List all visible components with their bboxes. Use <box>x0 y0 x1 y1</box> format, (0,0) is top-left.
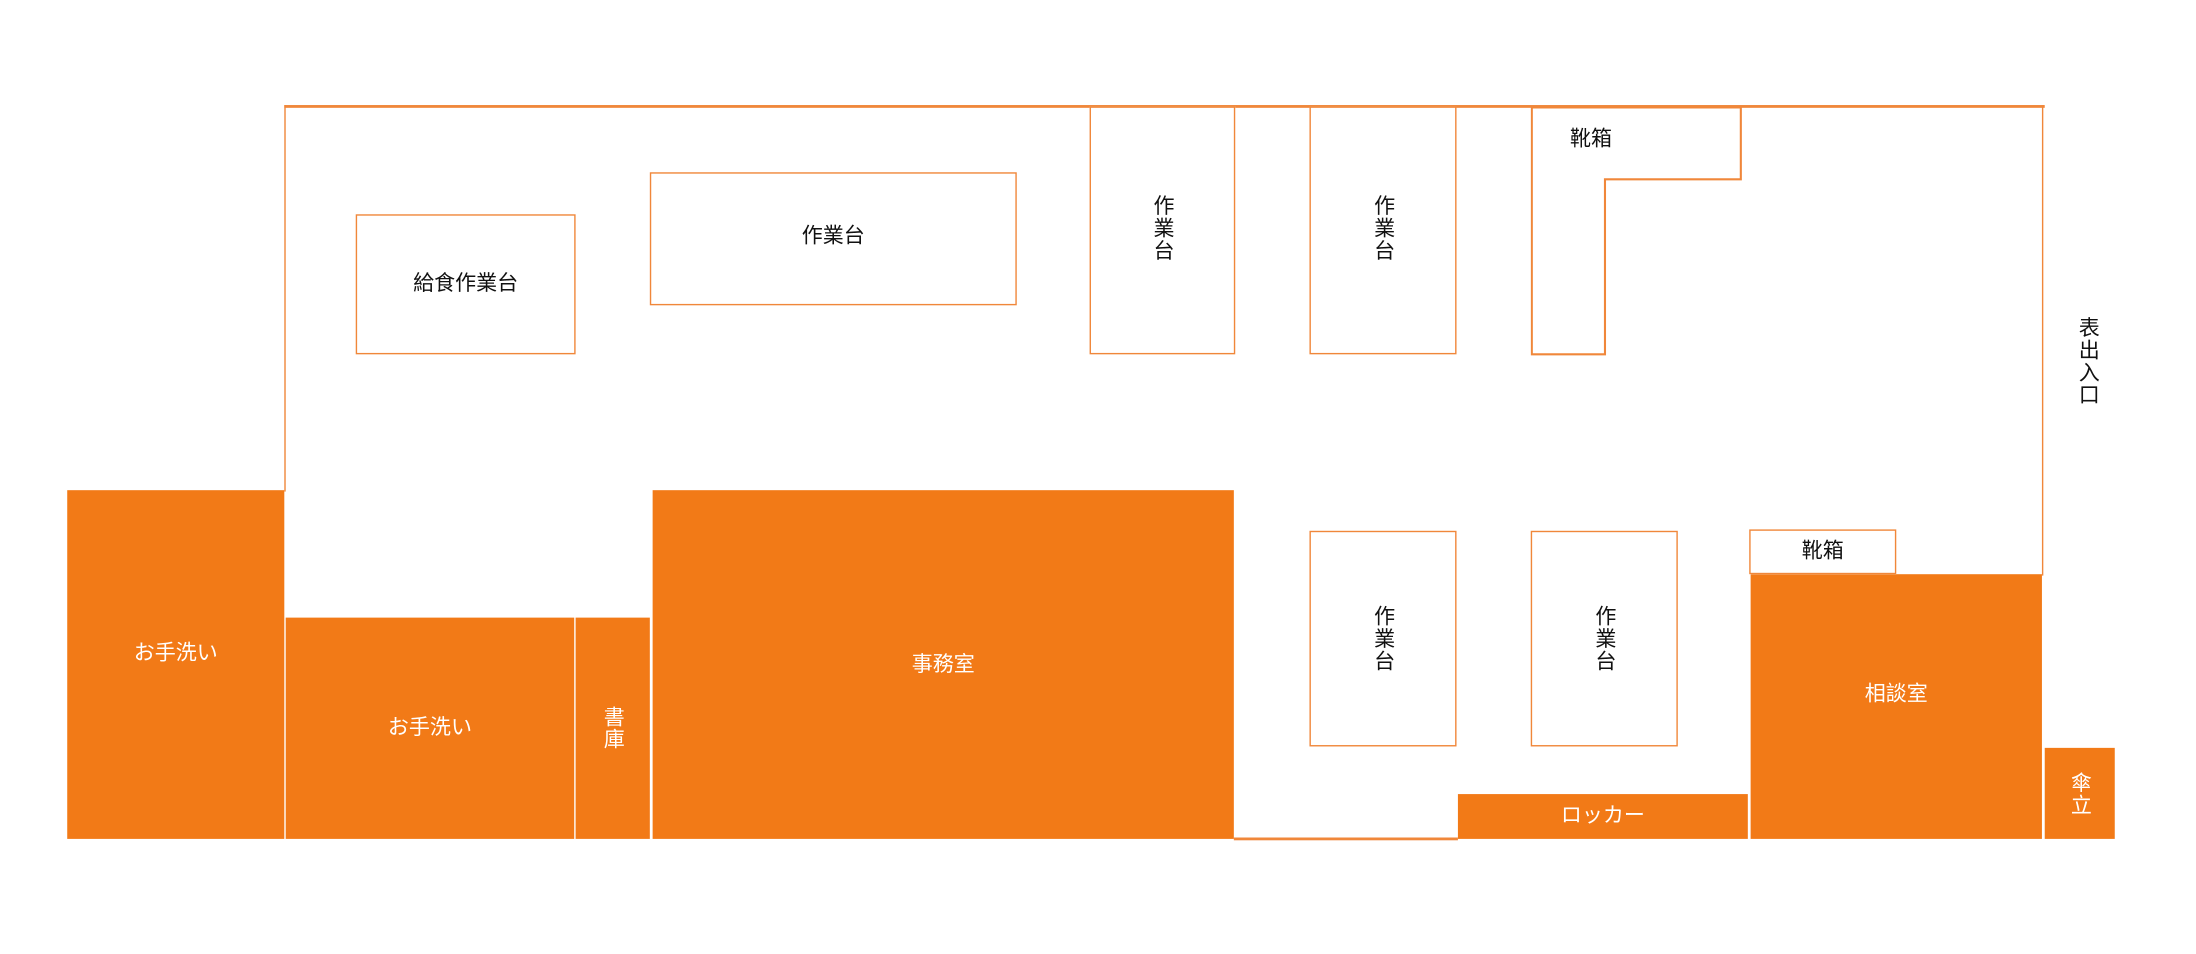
work-table-lower-1: 作業台 <box>1309 530 1457 747</box>
room-label: お手洗い <box>387 714 472 740</box>
room-label: 作業台 <box>1371 605 1397 673</box>
entrance-label: 表出入口 <box>2075 316 2102 407</box>
work-table-upper-2: 作業台 <box>1309 106 1457 355</box>
room-library: 書庫 <box>575 617 650 839</box>
room-label: 作業台 <box>1150 194 1176 262</box>
lunch-work-table: 給食作業台 <box>355 214 576 355</box>
work-table-lower-2: 作業台 <box>1530 530 1678 747</box>
room-label: 靴箱 <box>1569 126 1612 152</box>
room-label: お手洗い <box>133 640 218 666</box>
shoe-box-bottom: 靴箱 <box>1749 529 1897 575</box>
room-label: 作業台 <box>801 223 865 249</box>
room-label: 作業台 <box>1371 194 1397 262</box>
wall-left <box>284 105 286 492</box>
wall-bottom-corridor <box>1233 837 1458 841</box>
umbrella-stand: 傘立 <box>2044 747 2115 839</box>
room-consultation: 相談室 <box>1750 574 2042 839</box>
work-table-upper-1: 作業台 <box>1089 106 1236 355</box>
room-office: 事務室 <box>652 490 1234 839</box>
room-label: 靴箱 <box>1801 538 1844 564</box>
shoe-box-top: 靴箱 <box>1530 106 1742 356</box>
room-label: 作業台 <box>1592 605 1618 673</box>
room-label: 傘立 <box>2068 770 2094 816</box>
room-restroom-2: お手洗い <box>285 617 575 839</box>
shoe-box-outline <box>1530 106 1742 356</box>
room-restroom-1: お手洗い <box>67 490 285 839</box>
work-table-wide: 作業台 <box>649 172 1017 306</box>
room-label: ロッカー <box>1560 803 1645 829</box>
room-label: 書庫 <box>600 705 627 751</box>
room-label: 相談室 <box>1864 680 1928 706</box>
room-locker: ロッカー <box>1457 794 1748 839</box>
wall-right <box>2041 105 2044 576</box>
room-label: 給食作業台 <box>413 270 519 297</box>
room-label: 事務室 <box>911 651 975 677</box>
